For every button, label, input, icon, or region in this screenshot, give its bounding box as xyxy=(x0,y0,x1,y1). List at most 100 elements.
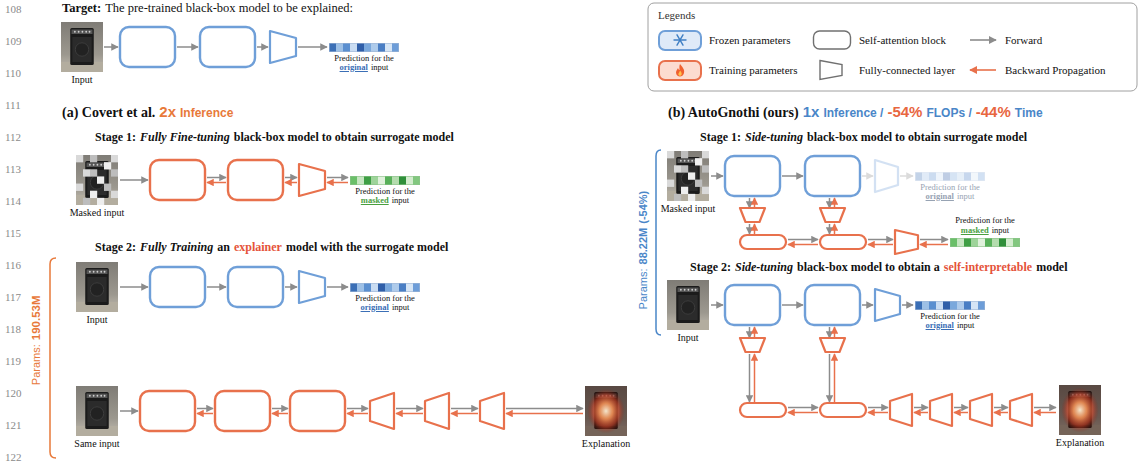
amplifier-knob xyxy=(97,164,99,166)
mask-patch xyxy=(76,184,83,191)
amplifier-body xyxy=(676,286,700,323)
legend-entry: Self-attention block xyxy=(812,29,946,51)
line-number: 113 xyxy=(5,163,21,175)
prediction-cell xyxy=(350,43,357,52)
backward-arrow xyxy=(1034,412,1056,414)
amplifier-knob xyxy=(78,31,80,33)
caption: Masked input xyxy=(661,203,716,215)
forward-arrow xyxy=(829,198,831,208)
prediction-cell xyxy=(936,172,943,181)
line-number: 109 xyxy=(5,35,22,47)
snowflake-icon xyxy=(673,33,687,47)
mask-patch xyxy=(76,155,83,162)
image-node: Explanation xyxy=(1056,385,1104,449)
line-number: 108 xyxy=(5,3,22,15)
sample-forward-arrow xyxy=(970,39,996,41)
backward-arrow xyxy=(788,412,818,414)
prediction-cell xyxy=(329,43,336,52)
forward-arrow xyxy=(207,286,226,288)
label-text: Inference / xyxy=(823,107,883,120)
self-attention-block xyxy=(805,285,860,325)
backward-arrow xyxy=(788,244,818,246)
line-number: 122 xyxy=(5,451,22,463)
prediction-cell xyxy=(964,301,971,310)
explanation-heatmap xyxy=(587,389,625,434)
label-text: Fully Fine-tuning xyxy=(140,131,230,144)
amplifier-knob xyxy=(691,160,693,162)
backward-arrow xyxy=(920,244,948,246)
line-number: 108 xyxy=(5,3,22,15)
legend-sample xyxy=(968,59,998,81)
forward-arrow xyxy=(788,239,818,241)
photo xyxy=(76,262,118,312)
mask-patch xyxy=(111,155,118,162)
label-text: black-box model to obtain a xyxy=(797,261,940,274)
forward-arrow xyxy=(711,304,723,306)
label-text: (-54%) xyxy=(637,191,649,224)
prediction-node: Prediction for themaskedinput xyxy=(350,176,420,206)
label-text: Params: xyxy=(637,268,649,309)
prediction-node: Prediction for theoriginalinput xyxy=(915,172,985,202)
prediction-cell xyxy=(992,238,999,247)
mask-patch xyxy=(667,151,674,158)
speaker-cone xyxy=(681,301,694,314)
prediction-node: Prediction for theoriginalinput xyxy=(915,301,985,331)
fully-connected-layer xyxy=(740,208,765,222)
prediction-cell xyxy=(378,43,385,52)
prediction-cell xyxy=(915,172,922,181)
prediction-cell xyxy=(343,43,350,52)
label-text: FLOPs / xyxy=(926,107,971,120)
caption: Prediction for theoriginalinput xyxy=(920,312,979,331)
forward-arrow xyxy=(285,177,297,179)
mask-patch xyxy=(681,187,688,194)
prediction-bar xyxy=(350,176,420,185)
amplifier-knob xyxy=(89,395,91,397)
label-text: Side-tuning xyxy=(735,261,793,274)
caption: Prediction for theoriginalinput xyxy=(334,54,393,73)
amplifier-knob xyxy=(82,31,84,33)
prediction-bar-outline xyxy=(350,283,419,291)
line-number: 114 xyxy=(5,195,21,207)
backward-arrow xyxy=(834,354,836,402)
amplifier-knob xyxy=(89,271,91,273)
prediction-cell xyxy=(357,43,364,52)
prediction-cell xyxy=(964,172,971,181)
explanation-heatmap xyxy=(1061,388,1099,433)
self-attention-block xyxy=(120,27,175,67)
caption-text: Prediction for the xyxy=(334,54,393,64)
forward-arrow xyxy=(298,46,327,48)
line-number: 122 xyxy=(5,451,22,463)
label-text: Time xyxy=(1015,107,1043,120)
amplifier-knob xyxy=(97,271,99,273)
caption-text: Input xyxy=(71,74,92,85)
self-attention-block xyxy=(140,391,195,431)
forward-arrow xyxy=(327,177,348,179)
legend-entry: Backward Propagation xyxy=(968,59,1106,81)
stage-title: Stage 2:Fully Traininganexplainermodel w… xyxy=(95,241,448,254)
backward-arrow xyxy=(197,413,213,415)
legend-sample xyxy=(812,59,852,81)
amplifier-grill xyxy=(72,37,91,62)
sample-backward-arrow xyxy=(970,69,996,71)
prediction-cell xyxy=(999,238,1006,247)
caption-keyword: original xyxy=(361,302,389,312)
caption: Input xyxy=(86,314,107,326)
prediction-node: Prediction for theoriginalinput xyxy=(329,43,399,73)
forward-arrow xyxy=(862,304,873,306)
side-block xyxy=(740,235,786,249)
caption-text: input xyxy=(957,191,974,201)
prediction-cell xyxy=(371,283,378,292)
caption-keyword: original xyxy=(340,62,368,72)
prediction-cell xyxy=(922,301,929,310)
legend-title: Legends xyxy=(658,9,695,21)
amplifier-knob xyxy=(74,31,76,33)
amplifier-knob xyxy=(680,289,682,291)
target-caption: Target:The pre-trained black-box model t… xyxy=(62,2,353,16)
prediction-cell xyxy=(915,301,922,310)
fully-connected-layer xyxy=(1010,394,1032,426)
forward-arrow xyxy=(868,239,893,241)
amplifier-knob xyxy=(100,164,102,166)
prediction-cell xyxy=(413,176,420,185)
caption: Prediction for themaskedinput xyxy=(355,187,414,206)
prediction-bar-outline xyxy=(915,301,984,309)
